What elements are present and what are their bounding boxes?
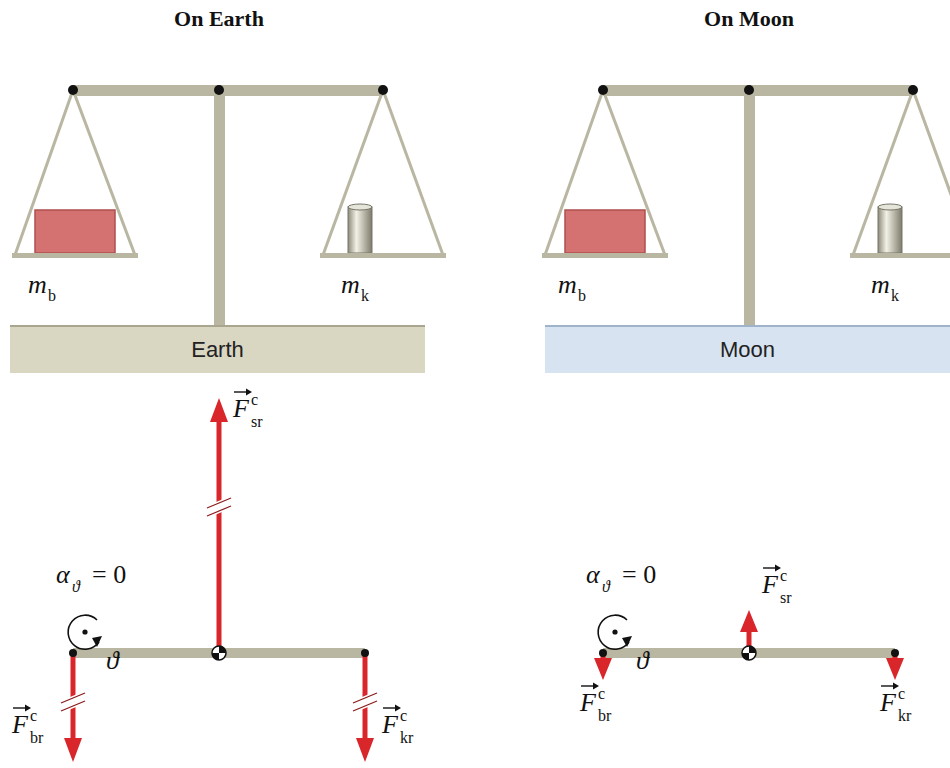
panel-title: On Earth [174, 8, 264, 30]
rotation-label: ϑ [106, 648, 119, 674]
equation-value: = 0 [92, 562, 126, 588]
force-subscript: br [30, 730, 43, 746]
band-label: Earth [191, 337, 244, 363]
vector-arrow [13, 389, 899, 712]
ground-band: Moon [545, 325, 950, 373]
force-superscript: c [898, 686, 905, 702]
band-label: Moon [720, 337, 775, 363]
force-subscript: sr [780, 590, 792, 606]
force-superscript: c [251, 392, 258, 408]
mass-subscript: k [361, 288, 369, 304]
angular-acceleration: α [586, 562, 600, 588]
mass-symbol: m [558, 272, 577, 298]
force-superscript: c [780, 568, 787, 584]
force-superscript: c [400, 708, 407, 724]
mass-symbol: m [28, 272, 47, 298]
force-symbol: F [233, 396, 249, 422]
rotation-label: ϑ [636, 648, 649, 674]
force-subscript: kr [898, 708, 911, 724]
mass-symbol: m [341, 272, 360, 298]
force-superscript: c [30, 708, 37, 724]
force-subscript: sr [251, 414, 263, 430]
free-body-diagram [594, 610, 904, 680]
ground-band: Earth [10, 325, 425, 373]
angular-acceleration: α [56, 562, 70, 588]
force-subscript: kr [400, 730, 413, 746]
mass-subscript: b [48, 288, 56, 304]
force-superscript: c [598, 686, 605, 702]
mass-subscript: b [578, 288, 586, 304]
force-symbol: F [762, 572, 778, 598]
force-symbol: F [12, 712, 28, 738]
panel-title: On Moon [704, 8, 794, 30]
force-symbol: F [382, 712, 398, 738]
force-symbol: F [580, 690, 596, 716]
angle-subscript: ϑ [72, 579, 80, 595]
balance [542, 85, 950, 330]
balance [12, 85, 446, 330]
angle-subscript: ϑ [602, 579, 610, 595]
force-subscript: br [598, 708, 611, 724]
mass-symbol: m [871, 272, 890, 298]
mass-subscript: k [891, 288, 899, 304]
equation-value: = 0 [622, 562, 656, 588]
free-body-diagram [61, 398, 377, 762]
force-symbol: F [880, 690, 896, 716]
